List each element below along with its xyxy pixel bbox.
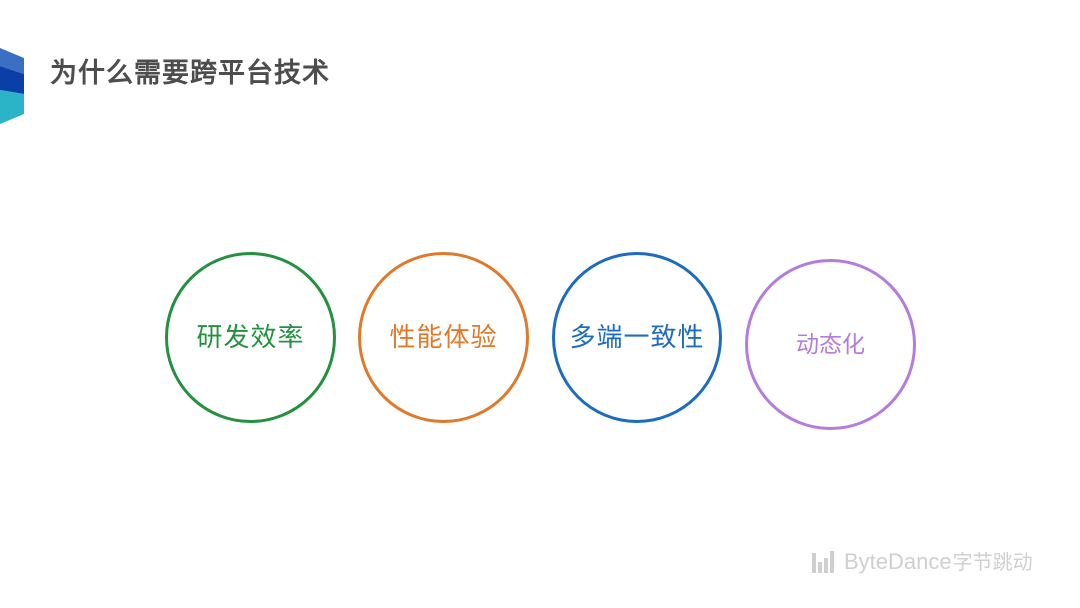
brand-name-cn: 字节跳动 [952,550,1033,574]
circle-label: 动态化 [796,331,865,358]
bytedance-bars-icon [812,551,836,573]
bytedance-brand: ByteDance 字节跳动 [812,549,1033,575]
circle-label: 研发效率 [196,322,305,353]
brand-name: ByteDance [844,549,952,574]
circle-dynamic: 动态化 [745,259,916,430]
circle-multi-platform-consistency: 多端一致性 [552,252,722,423]
circle-performance-experience: 性能体验 [358,252,529,423]
circle-label: 多端一致性 [569,322,705,353]
cube-logo-icon [0,42,25,124]
circle-label: 性能体验 [389,322,498,353]
circle-rd-efficiency: 研发效率 [165,252,336,423]
page-title: 为什么需要跨平台技术 [50,58,330,89]
